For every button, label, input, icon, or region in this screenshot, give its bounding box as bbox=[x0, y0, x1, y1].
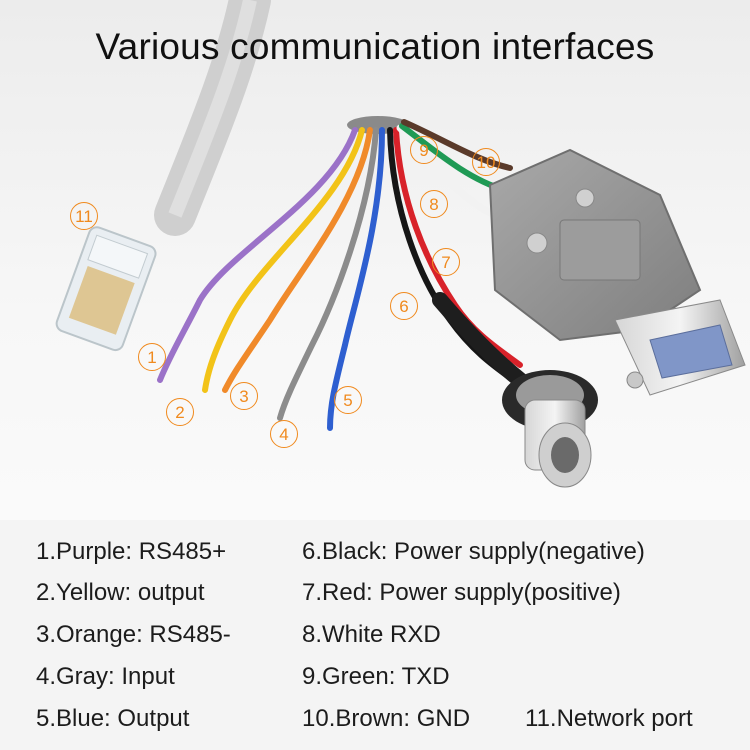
purple-wire bbox=[157, 127, 358, 383]
callout-10: 10 bbox=[472, 148, 500, 176]
db9-connector-icon bbox=[488, 148, 746, 396]
white-wire bbox=[396, 124, 499, 219]
legend-item: 2.Yellow: output bbox=[36, 579, 205, 606]
red-wire bbox=[393, 127, 523, 368]
callout-6: 6 bbox=[390, 292, 418, 320]
callout-3: 3 bbox=[230, 382, 258, 410]
aviation-connector-icon bbox=[502, 370, 598, 488]
legend-item: 3.Orange: RS485- bbox=[36, 621, 231, 648]
legend-item: 10.Brown: GND bbox=[302, 705, 471, 732]
callout-5: 5 bbox=[334, 386, 362, 414]
callout-7: 7 bbox=[432, 248, 460, 276]
callout-2: 2 bbox=[166, 398, 194, 426]
legend-item: 5.Blue: Output bbox=[36, 705, 190, 732]
callout-4: 4 bbox=[270, 420, 298, 448]
page-title: Various communication interfaces bbox=[95, 26, 655, 67]
callout-1: 1 bbox=[138, 343, 166, 371]
legend-item: 8.White RXD bbox=[302, 621, 441, 648]
legend-item: 9.Green: TXD bbox=[302, 663, 450, 690]
legend-item: 11.Network port bbox=[525, 705, 693, 732]
callout-9: 9 bbox=[410, 136, 438, 164]
cable-illustration bbox=[55, 0, 746, 488]
legend-item: 1.Purple: RS485+ bbox=[36, 538, 227, 565]
rj45-plug-icon bbox=[55, 226, 157, 352]
callout-11: 11 bbox=[70, 202, 98, 230]
callout-8: 8 bbox=[420, 190, 448, 218]
gray-wire bbox=[277, 127, 379, 421]
orange-wire bbox=[222, 127, 373, 393]
legend-item: 6.Black: Power supply(negative) bbox=[302, 538, 645, 565]
yellow-wire bbox=[202, 127, 365, 393]
blue-wire bbox=[327, 127, 385, 431]
legend-item: 4.Gray: Input bbox=[36, 663, 175, 690]
legend-item: 7.Red: Power supply(positive) bbox=[302, 579, 621, 606]
product-photo: 1 2 3 4 5 6 7 8 9 10 11 bbox=[0, 0, 750, 520]
